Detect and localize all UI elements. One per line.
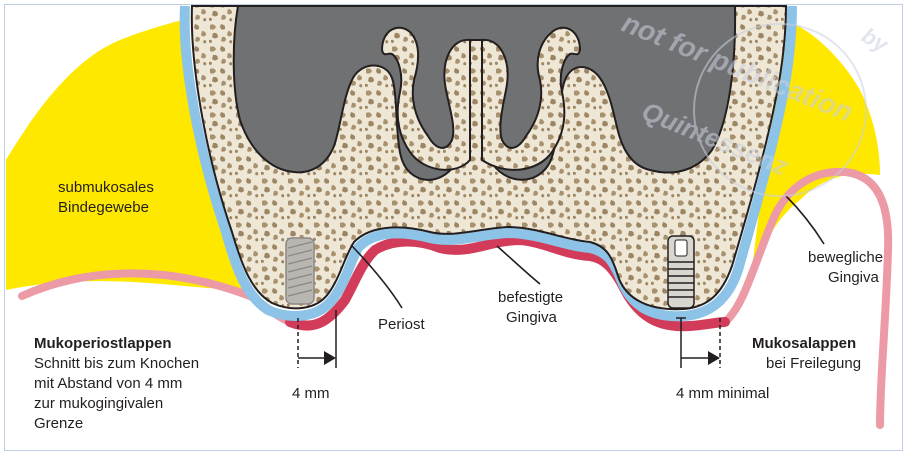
label-attached-2: Gingiva [506, 309, 558, 326]
watermark-line3: by [858, 23, 894, 58]
label-flap-left-desc-1: Schnitt bis zum Knochen [34, 355, 199, 372]
label-flap-left-desc-2: mit Abstand von 4 mm [34, 375, 182, 392]
label-distance-left: 4 mm [292, 385, 330, 402]
label-submucosal-2: Bindegewebe [58, 199, 149, 216]
label-flap-left-title: Mukoperiostlappen [34, 335, 172, 352]
label-flap-right-title: Mukosalappen [752, 335, 856, 352]
label-flap-right-desc: bei Freilegung [766, 355, 861, 372]
implant-left-icon [286, 238, 314, 304]
label-movable-2: Gingiva [828, 269, 880, 286]
label-flap-left-desc-3: zur mukogingivalen [34, 395, 163, 412]
label-movable-1: bewegliche [808, 249, 883, 266]
label-periost: Periost [378, 316, 426, 333]
implant-right-icon [668, 236, 694, 308]
label-submucosal-1: submukosales [58, 179, 154, 196]
label-flap-left-desc-4: Grenze [34, 415, 83, 432]
label-distance-right: 4 mm minimal [676, 385, 769, 402]
label-attached-1: befestigte [498, 289, 563, 306]
leader-attached-gingiva [497, 246, 540, 284]
